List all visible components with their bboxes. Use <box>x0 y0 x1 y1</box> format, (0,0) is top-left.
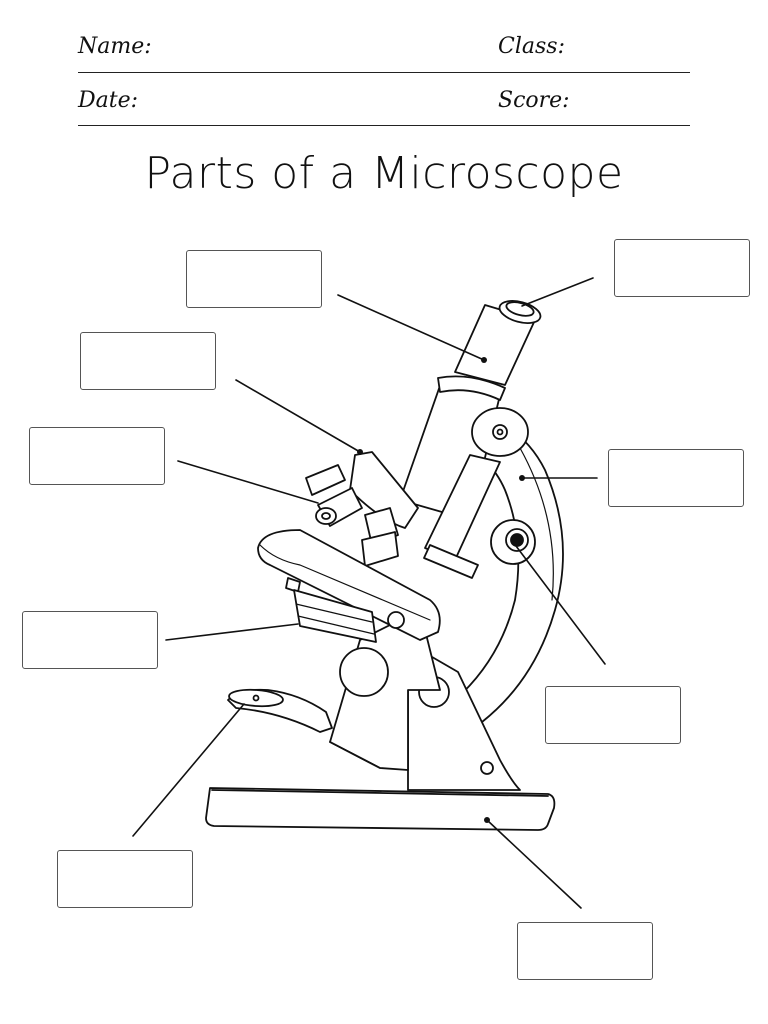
answer-box-bottom-right[interactable] <box>517 922 653 980</box>
date-score-line <box>78 125 690 126</box>
leader-eyepiece-tube <box>337 294 485 361</box>
answer-box-right-middle[interactable] <box>608 449 744 507</box>
score-label: Score: <box>498 88 570 113</box>
stage-shape <box>257 529 441 641</box>
leader-lines <box>132 277 606 909</box>
date-label: Date: <box>78 88 139 113</box>
answer-box-mid-left[interactable] <box>29 427 165 485</box>
leader-eyepiece <box>521 277 594 307</box>
answer-box-lower-right[interactable] <box>545 686 681 744</box>
leader-objective <box>177 460 319 504</box>
answer-box-top-center[interactable] <box>186 250 322 308</box>
rack-shape <box>423 454 501 579</box>
condenser-shape <box>293 589 389 697</box>
fine-knob-shape <box>490 519 536 565</box>
base-shape <box>205 787 556 831</box>
leader-condenser <box>165 623 299 641</box>
coarse-knob-shape <box>471 407 529 457</box>
name-label: Name: <box>78 34 152 59</box>
leader-nosepiece <box>235 379 361 453</box>
nosepiece-shape <box>305 451 419 567</box>
leader-fine-knob <box>515 545 606 665</box>
page-title: Parts of a Microscope <box>144 148 624 199</box>
leader-base <box>486 819 582 909</box>
answer-box-lower-left[interactable] <box>22 611 158 669</box>
answer-box-top-right[interactable] <box>614 239 750 297</box>
answer-box-bottom-left[interactable] <box>57 850 193 908</box>
arm-shape <box>451 409 564 723</box>
leader-mirror <box>132 703 245 837</box>
answer-box-upper-left[interactable] <box>80 332 216 390</box>
class-label: Class: <box>498 34 565 59</box>
mirror-shape <box>227 688 333 733</box>
name-class-line <box>78 72 690 73</box>
leader-dots <box>357 357 525 823</box>
